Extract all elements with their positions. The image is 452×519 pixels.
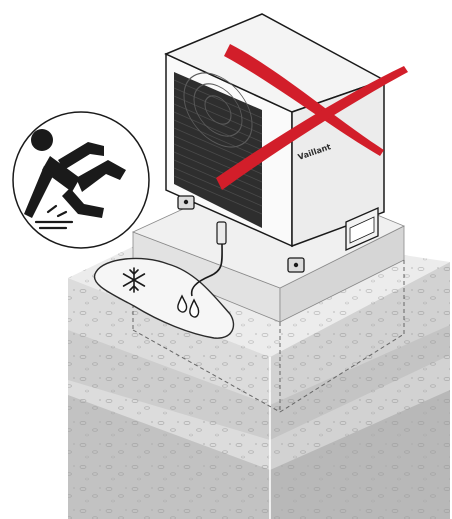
- slip-warning-badge: [13, 112, 149, 248]
